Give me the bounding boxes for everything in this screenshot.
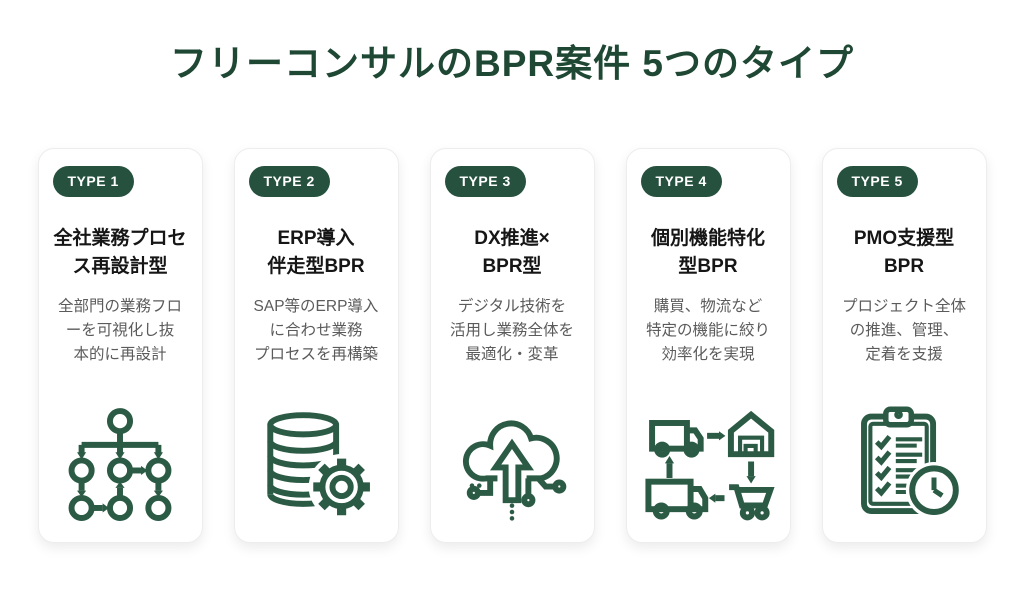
card-type-1: TYPE 1 全社業務プロセ ス再設計型 全部門の業務フロ ーを可視化し抜 本的… [37, 148, 203, 544]
card-4-description: 購買、物流など 特定の機能に絞り 効率化を実現 [645, 297, 770, 363]
database-gear-icon [252, 408, 380, 522]
type-5-badge: TYPE 5 [836, 166, 918, 197]
card-3-title: DX推進× BPR型 [474, 227, 550, 278]
card-5-description: プロジェクト全体 の推進、管理、 定着を支援 [841, 297, 966, 363]
card-type-2: TYPE 2 ERP導入 伴走型BPR SAP等のERP導入 に合わせ業務 プロ… [233, 148, 399, 544]
supply-chain-cycle-icon [639, 401, 777, 522]
card-type-5: TYPE 5 PMO支援型 BPR プロジェクト全体 の推進、管理、 定着を支援 [821, 148, 987, 544]
type-2-badge: TYPE 2 [248, 166, 330, 197]
cloud-upload-icon [447, 402, 577, 522]
type-1-badge: TYPE 1 [52, 166, 134, 197]
card-type-3: TYPE 3 DX推進× BPR型 デジタル技術を 活用し業務全体を 最適化・変… [429, 148, 595, 544]
card-5-title: PMO支援型 BPR [853, 227, 955, 278]
card-3-description: デジタル技術を 活用し業務全体を 最適化・変革 [449, 297, 574, 363]
card-1-description: 全部門の業務フロ ーを可視化し抜 本的に再設計 [57, 297, 182, 363]
clipboard-clock-icon [839, 402, 969, 522]
page-title: フリーコンサルのBPR案件 5つのタイプ [170, 43, 854, 84]
card-2-description: SAP等のERP導入 に合わせ業務 プロセスを再構築 [253, 297, 379, 363]
card-2-title: ERP導入 伴走型BPR [267, 227, 365, 278]
type-cards-row: TYPE 1 全社業務プロセ ス再設計型 全部門の業務フロ ーを可視化し抜 本的… [0, 148, 1024, 544]
type-4-badge: TYPE 4 [640, 166, 722, 197]
card-4-title: 個別機能特化 型BPR [650, 227, 765, 278]
card-type-4: TYPE 4 個別機能特化 型BPR 購買、物流など 特定の機能に絞り 効率化を… [625, 148, 791, 544]
card-1-title: 全社業務プロセ ス再設計型 [53, 227, 187, 278]
type-3-badge: TYPE 3 [444, 166, 526, 197]
flowchart-icon [56, 408, 184, 522]
